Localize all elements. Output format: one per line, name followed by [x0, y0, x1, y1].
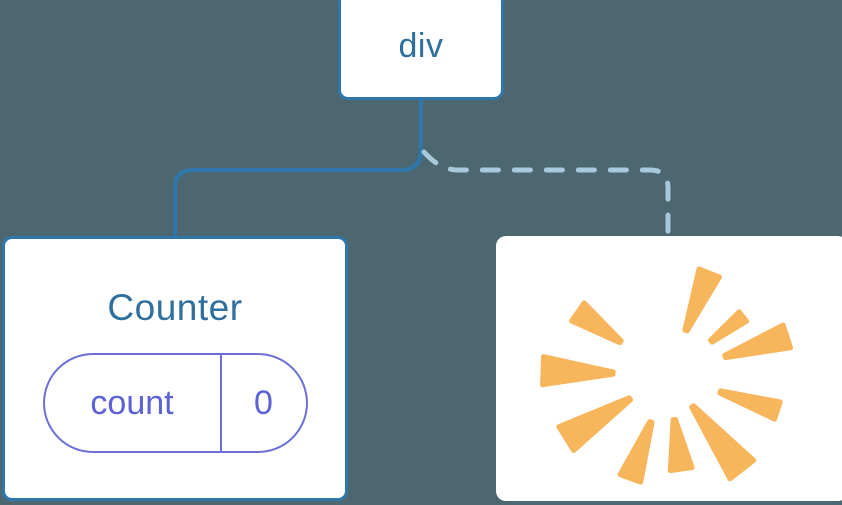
- state-pill[interactable]: count 0: [42, 353, 308, 453]
- sparkle-ray: [682, 266, 722, 334]
- state-value: 0: [254, 383, 273, 422]
- edge-div-to-counter: [173, 98, 423, 242]
- sparkle-ray: [722, 322, 794, 361]
- sparkle-ray: [556, 395, 633, 453]
- node-div[interactable]: div: [338, 0, 504, 100]
- sparkle-ray: [717, 388, 783, 422]
- edge-div-to-sparkle: [421, 149, 671, 243]
- sparkle-ray: [667, 416, 695, 474]
- sparkle-ray: [708, 309, 750, 345]
- sparkle-ray: [569, 300, 624, 346]
- sparkle-ray: [617, 419, 655, 485]
- burst-sparkle-icon: [540, 266, 794, 485]
- node-div-label: div: [398, 26, 444, 65]
- node-counter-label: Counter: [107, 287, 243, 328]
- state-key: count: [45, 355, 222, 451]
- sparkle-ray: [540, 354, 616, 388]
- node-counter[interactable]: Counter count 0: [2, 236, 348, 501]
- sparkle-ray: [689, 403, 757, 482]
- node-sparkle[interactable]: [496, 236, 842, 501]
